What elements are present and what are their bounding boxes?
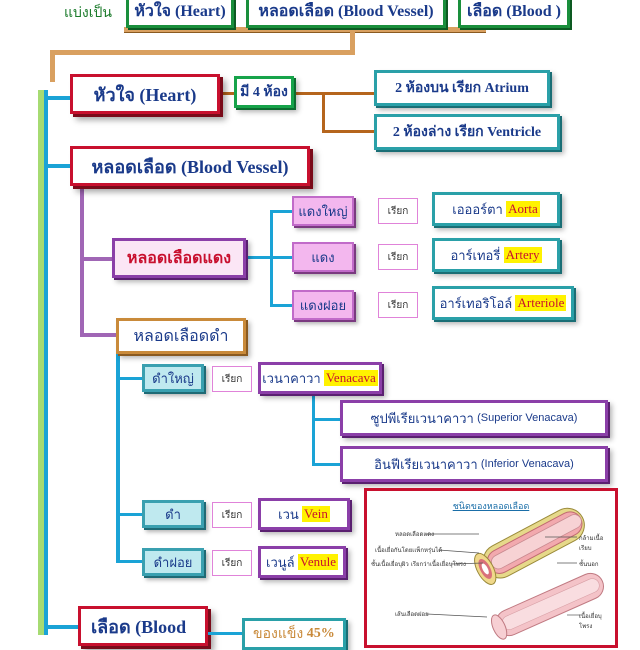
vein-small-call: เรียก (212, 550, 252, 576)
top-item-blood: เลือด (Blood ) (458, 0, 570, 28)
heart-upper: 2 ห้องบน เรียก Atrium (374, 70, 550, 106)
artery-to-r3 (270, 304, 292, 307)
artery-row-artery-name: อาร์เทอรี่ Artery (432, 238, 560, 272)
top-bracket-down (50, 50, 55, 82)
artery-row-artery-label: แดง (292, 242, 354, 272)
top-item-heart: หัวใจ (Heart) (126, 0, 234, 28)
venacava-to-sup (312, 418, 342, 421)
vein-mid-label: ดำ (142, 500, 204, 528)
rooms-branch-h (296, 92, 324, 95)
figure-label-endothelium: ชั้นเนื้อเยื่อบุผิว เรียกว่าเนื้อเยื่อบุ… (371, 561, 466, 568)
top-bracket-line (124, 27, 486, 33)
vein-mid-name: เวน Vein (258, 498, 350, 530)
venacava-branch-v (312, 392, 315, 466)
rooms-branch-v (322, 92, 325, 132)
trunk-to-heart (44, 96, 70, 100)
figure-label-outer-layer: ชั้นนอก (579, 561, 599, 568)
figure-title: ชนิดของหลอดเลือด (452, 502, 530, 512)
blood-connector (208, 632, 244, 635)
vein-large-name: เวนาคาวา Venacava (258, 362, 382, 394)
vessel-title: หลอดเลือด (Blood Vessel) (70, 146, 310, 186)
vein-inferior: อินฟีเรียเวนาคาวา (Inferior Venacava) (340, 446, 608, 482)
vein-to-large (116, 377, 142, 380)
heart-to-rooms (222, 92, 234, 95)
blood-title: เลือด (Blood (78, 606, 208, 646)
artery-row-arteriole-call: เรียก (378, 292, 418, 318)
artery-row-artery-call: เรียก (378, 244, 418, 270)
rooms-to-lower (322, 130, 374, 133)
figure-label-smooth-muscle: กล้ามเนื้อเรียบ (579, 535, 604, 552)
trunk-to-blood (44, 625, 78, 629)
vessel-to-vein (80, 333, 118, 337)
vein-large-call: เรียก (212, 366, 252, 392)
main-trunk-green (38, 90, 44, 635)
figure-label-artery: หลอดเลือดแดง (395, 531, 435, 538)
figure-label-lining: เนื้อเยื่อบุโพรง (579, 613, 602, 630)
artery-row-arteriole-label: แดงฝอย (292, 290, 354, 320)
main-trunk-blue (44, 90, 48, 635)
artery-out (248, 256, 274, 259)
artery-title: หลอดเลือดแดง (112, 238, 246, 278)
trunk-to-vessel (44, 164, 70, 168)
heart-rooms: มี 4 ห้อง (234, 76, 294, 108)
vein-small-name: เวนูล์ Venule (258, 546, 346, 578)
artery-row-aorta-name: เอออร์ตา Aorta (432, 192, 560, 226)
heart-title: หัวใจ (Heart) (70, 74, 220, 114)
artery-to-r1 (270, 210, 292, 213)
vessel-cross-section-illustration (425, 507, 604, 640)
vein-small-label: ดำฝอย (142, 548, 204, 576)
vein-superior: ซูปพีเรียเวนาคาวา (Superior Venacava) (340, 400, 608, 436)
vein-large-label: ดำใหญ่ (142, 364, 204, 392)
artery-row-aorta-call: เรียก (378, 198, 418, 224)
top-bracket-drop (350, 27, 355, 55)
figure-label-capillary: เส้นเลือดฝอย (395, 611, 429, 618)
vein-mid-call: เรียก (212, 502, 252, 528)
artery-row-aorta-label: แดงใหญ่ (292, 196, 354, 226)
rooms-to-upper (322, 92, 374, 95)
vessel-to-artery (80, 257, 112, 261)
artery-to-r2 (270, 256, 292, 259)
heart-lower: 2 ห้องล่าง เรียก Ventricle (374, 114, 560, 150)
vein-trunk (116, 353, 120, 563)
vessel-figure: ชนิดของหลอดเลือด หลอดเลือดแดง เนื (364, 488, 618, 648)
vein-to-small (116, 560, 142, 563)
vein-to-mid (116, 513, 142, 516)
artery-row-arteriole-name: อาร์เทอริโอล์ Arteriole (432, 286, 574, 320)
venacava-to-inf (312, 463, 342, 466)
blood-solid: ของแข็ง 45% (242, 618, 346, 650)
vein-title: หลอดเลือดดำ (116, 318, 246, 354)
figure-label-connective: เนื้อเยื่อกันโดยเเพ็กหรุ่นได้ (375, 547, 443, 554)
top-prefix: แบ่งเป็น (64, 6, 112, 21)
top-bracket-bar (50, 50, 355, 55)
top-item-vessel: หลอดเลือด (Blood Vessel) (246, 0, 446, 28)
